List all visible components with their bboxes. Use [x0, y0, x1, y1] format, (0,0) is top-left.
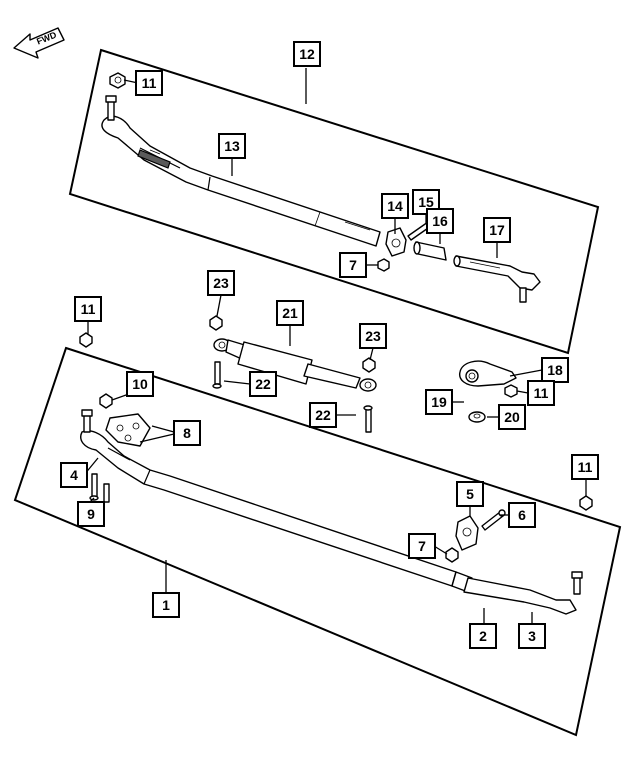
callout-23b: 23	[359, 323, 387, 349]
svg-text:7: 7	[349, 257, 357, 273]
callout-1: 1	[152, 592, 180, 618]
callout-19: 19	[425, 389, 453, 415]
callout-4: 4	[60, 462, 88, 488]
fwd-arrow-icon: FWD	[13, 27, 65, 59]
svg-text:14: 14	[387, 198, 403, 214]
svg-text:5: 5	[466, 486, 474, 502]
callout-8: 8	[173, 420, 201, 446]
svg-text:20: 20	[504, 409, 520, 425]
callout-11b: 11	[527, 380, 555, 406]
svg-text:11: 11	[81, 301, 96, 317]
callout-7b: 7	[408, 533, 436, 559]
callout-23a: 23	[207, 270, 235, 296]
nut-part-11d	[579, 495, 593, 511]
svg-text:12: 12	[299, 46, 315, 62]
callout-5: 5	[456, 481, 484, 507]
pitman-arm-part-18	[459, 360, 517, 387]
callout-18: 18	[541, 357, 569, 383]
drag-link-part-13	[101, 95, 381, 247]
clamp-part-5	[455, 515, 479, 551]
bolt-part-22a	[212, 361, 222, 389]
svg-text:22: 22	[315, 407, 331, 423]
nut-part-7a	[377, 258, 390, 272]
adjusting-sleeve-part-2	[451, 571, 577, 615]
steering-damper-part-21	[213, 338, 377, 392]
svg-text:11: 11	[578, 459, 593, 475]
callout-20: 20	[498, 404, 526, 430]
nut-part-11a	[109, 72, 126, 89]
svg-text:3: 3	[528, 628, 536, 644]
callout-22b: 22	[309, 402, 337, 428]
callout-10: 10	[126, 371, 154, 397]
svg-text:11: 11	[534, 385, 549, 401]
nut-part-7b	[445, 547, 459, 563]
callout-11d: 11	[571, 454, 599, 480]
svg-text:4: 4	[70, 467, 78, 483]
svg-text:19: 19	[431, 394, 447, 410]
callout-13: 13	[218, 133, 246, 159]
svg-text:7: 7	[418, 538, 426, 554]
callout-6: 6	[508, 502, 536, 528]
svg-text:6: 6	[518, 507, 526, 523]
svg-text:21: 21	[282, 305, 298, 321]
svg-text:8: 8	[183, 425, 191, 441]
callout-21: 21	[276, 300, 304, 326]
tie-rod-end-part-17	[453, 255, 541, 303]
bolt-part-6	[481, 509, 506, 531]
tie-rod-end-part-3	[571, 571, 583, 595]
callout-11a: 11	[135, 70, 163, 96]
svg-text:11: 11	[142, 75, 157, 91]
callout-16: 16	[426, 208, 454, 234]
callout-22a: 22	[249, 371, 277, 397]
callout-17: 17	[483, 217, 511, 243]
bolt-part-22b	[363, 405, 373, 433]
nut-part-11b	[504, 384, 518, 398]
callout-7a: 7	[339, 252, 367, 278]
washer-part-20	[468, 411, 486, 423]
upper-assembly-frame	[68, 48, 600, 355]
nut-part-10	[99, 393, 113, 409]
svg-text:17: 17	[489, 222, 505, 238]
callout-14: 14	[381, 193, 409, 219]
callout-9: 9	[77, 501, 105, 527]
svg-text:15: 15	[418, 194, 434, 210]
nut-part-23a	[209, 315, 223, 331]
bolt-part-9	[89, 473, 110, 503]
svg-text:9: 9	[87, 506, 95, 522]
lower-assembly-frame	[13, 346, 622, 737]
callout-11c: 11	[74, 296, 102, 322]
svg-text:16: 16	[432, 213, 448, 229]
svg-text:23: 23	[365, 328, 381, 344]
callout-3: 3	[518, 623, 546, 649]
sleeve-part-16	[413, 241, 447, 261]
svg-text:2: 2	[479, 628, 487, 644]
svg-text:18: 18	[547, 362, 563, 378]
nut-part-23b	[362, 357, 376, 373]
plate-part-8	[105, 413, 151, 447]
svg-text:10: 10	[132, 376, 148, 392]
clamp-part-14	[385, 227, 407, 257]
svg-text:22: 22	[255, 376, 271, 392]
svg-text:13: 13	[224, 138, 240, 154]
callout-2: 2	[469, 623, 497, 649]
nut-part-11c	[79, 332, 93, 348]
svg-text:23: 23	[213, 275, 229, 291]
callout-12: 12	[293, 41, 321, 67]
svg-text:1: 1	[162, 597, 170, 613]
